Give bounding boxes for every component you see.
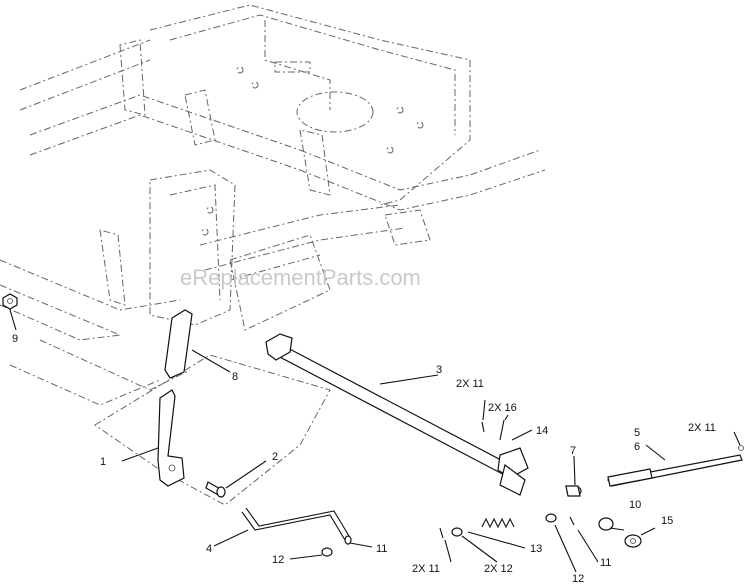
part-3-shaft <box>265 333 529 496</box>
callout-12-bottom: 12 <box>572 573 584 585</box>
callout-2x12: 2X 12 <box>484 563 513 575</box>
callout-3: 3 <box>436 364 442 376</box>
callout-12-left: 12 <box>272 554 284 566</box>
part-4-link-rod <box>241 507 352 545</box>
leader-lines <box>9 309 741 573</box>
callout-5: 5 <box>634 427 640 439</box>
part-7-bushing <box>565 485 582 497</box>
callout-2: 2 <box>272 451 278 463</box>
callout-10: 10 <box>629 499 641 511</box>
callout-1: 1 <box>100 456 106 468</box>
callout-8: 8 <box>232 371 238 383</box>
part-1-lever-bracket <box>157 389 185 487</box>
frame-chassis <box>0 4 546 406</box>
callout-4: 4 <box>206 543 212 555</box>
callout-11-rod: 11 <box>376 543 387 555</box>
callout-labels: 1 2 3 4 5 6 7 8 9 10 15 14 13 11 11 12 1… <box>12 333 716 585</box>
part-13-spring <box>481 517 515 529</box>
callout-2x11-shaft: 2X 11 <box>456 378 484 390</box>
part-8-pad <box>164 309 193 379</box>
callout-9: 9 <box>12 333 18 345</box>
callout-15: 15 <box>661 515 673 527</box>
callout-6: 6 <box>634 441 640 453</box>
mounting-plane <box>94 354 331 506</box>
callout-7: 7 <box>570 445 576 457</box>
callout-2x16: 2X 16 <box>488 402 517 414</box>
callout-14: 14 <box>536 425 548 437</box>
part-9-nut <box>2 293 18 310</box>
part-2-pin <box>205 481 226 498</box>
callout-11-right: 11 <box>600 557 611 569</box>
hardware-washers <box>321 419 642 557</box>
part-5-6-rod <box>606 445 744 487</box>
callout-2x11-rod: 2X 11 <box>688 422 716 434</box>
callout-2x11-bottom: 2X 11 <box>412 563 440 575</box>
callout-13: 13 <box>530 543 542 555</box>
watermark: eReplacementParts.com <box>180 265 421 290</box>
